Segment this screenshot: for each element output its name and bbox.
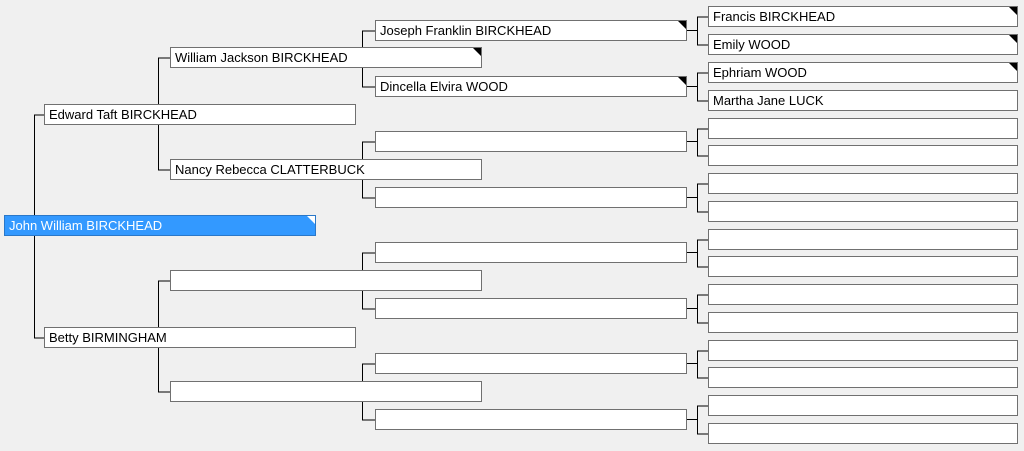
person-name: Emily WOOD [713, 37, 791, 52]
great-grandparent-box-7[interactable] [375, 353, 687, 374]
gg-grandparent-box-4[interactable]: Martha Jane LUCK [708, 90, 1018, 111]
great-grandparent-box-2[interactable]: Dincella Elvira WOOD [375, 76, 687, 97]
person-name: Dincella Elvira WOOD [380, 79, 508, 94]
great-grandparent-box-1[interactable]: Joseph Franklin BIRCKHEAD [375, 20, 687, 41]
more-ancestors-corner-icon [1009, 63, 1017, 71]
more-ancestors-corner-icon [473, 48, 481, 56]
gg-grandparent-box-9[interactable] [708, 229, 1018, 250]
parent-box-2[interactable]: Betty BIRMINGHAM [44, 327, 356, 348]
great-grandparent-box-6[interactable] [375, 298, 687, 319]
person-name: William Jackson BIRCKHEAD [175, 50, 348, 65]
person-name: Betty BIRMINGHAM [49, 330, 167, 345]
great-grandparent-box-8[interactable] [375, 409, 687, 430]
great-grandparent-box-3[interactable] [375, 131, 687, 152]
gg-grandparent-box-5[interactable] [708, 118, 1018, 139]
gg-grandparent-box-8[interactable] [708, 201, 1018, 222]
person-name: Francis BIRCKHEAD [713, 9, 836, 24]
gg-grandparent-box-16[interactable] [708, 423, 1018, 444]
gg-grandparent-box-2[interactable]: Emily WOOD [708, 34, 1018, 55]
more-ancestors-corner-icon [678, 77, 686, 85]
gg-grandparent-box-15[interactable] [708, 395, 1018, 416]
gg-grandparent-box-13[interactable] [708, 340, 1018, 361]
grandparent-box-2[interactable]: Nancy Rebecca CLATTERBUCK [170, 159, 482, 180]
person-name: Nancy Rebecca CLATTERBUCK [175, 162, 365, 177]
gg-grandparent-box-11[interactable] [708, 284, 1018, 305]
more-ancestors-corner-icon [1009, 35, 1017, 43]
great-grandparent-box-5[interactable] [375, 242, 687, 263]
grandparent-box-1[interactable]: William Jackson BIRCKHEAD [170, 47, 482, 68]
more-ancestors-corner-icon [307, 216, 315, 224]
gg-grandparent-box-7[interactable] [708, 173, 1018, 194]
grandparent-box-3[interactable] [170, 270, 482, 291]
gg-grandparent-box-1[interactable]: Francis BIRCKHEAD [708, 6, 1018, 27]
person-name: Joseph Franklin BIRCKHEAD [380, 23, 552, 38]
grandparent-box-4[interactable] [170, 381, 482, 402]
person-name: Edward Taft BIRCKHEAD [49, 107, 197, 122]
root-box[interactable]: John William BIRCKHEAD [4, 215, 316, 236]
person-name: Ephriam WOOD [713, 65, 807, 80]
gg-grandparent-box-12[interactable] [708, 312, 1018, 333]
gg-grandparent-box-3[interactable]: Ephriam WOOD [708, 62, 1018, 83]
more-ancestors-corner-icon [678, 21, 686, 29]
person-name: John William BIRCKHEAD [9, 218, 163, 233]
gg-grandparent-box-6[interactable] [708, 145, 1018, 166]
great-grandparent-box-4[interactable] [375, 187, 687, 208]
gg-grandparent-box-10[interactable] [708, 256, 1018, 277]
parent-box-1[interactable]: Edward Taft BIRCKHEAD [44, 104, 356, 125]
more-ancestors-corner-icon [1009, 7, 1017, 15]
gg-grandparent-box-14[interactable] [708, 367, 1018, 388]
person-name: Martha Jane LUCK [713, 93, 824, 108]
